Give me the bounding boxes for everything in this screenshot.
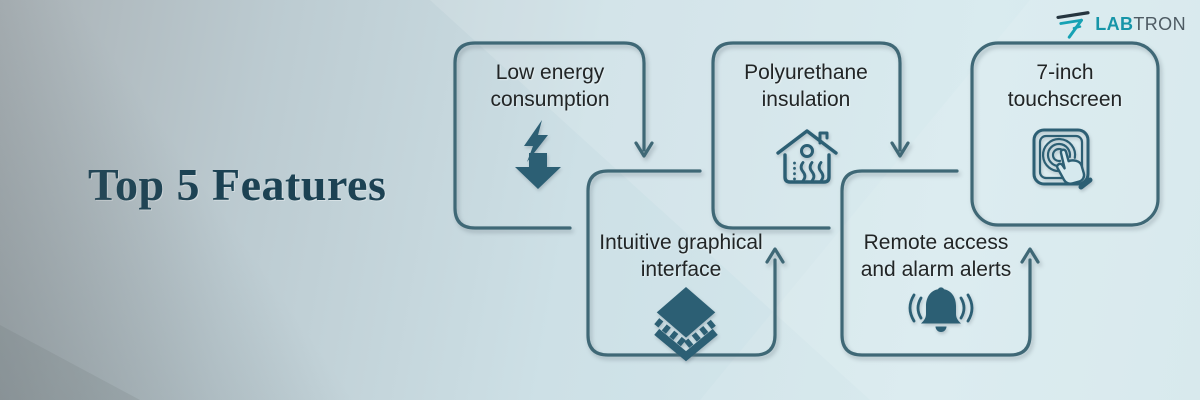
flow-arrow-down-icon (634, 141, 654, 158)
feature-label-low-energy: Low energy consumption (490, 61, 610, 111)
brand-lab: LAB (1095, 14, 1134, 34)
alarm-bell-icon (908, 287, 974, 332)
flow-arrow-up-icon (1020, 247, 1040, 264)
background-wedge (430, 0, 1200, 400)
card-outline-low-energy (453, 41, 654, 230)
card-outline-remote-access (840, 169, 1040, 357)
brand-tron: TRON (1133, 14, 1186, 34)
feature-label-intuitive-interface: Intuitive graphical interface (599, 231, 763, 281)
page-title: Top 5 Features (88, 159, 387, 210)
layers-icon (654, 286, 718, 362)
card-outline-polyurethane (711, 41, 910, 230)
card-outline-intuitive-interface (586, 169, 785, 357)
card-outline-touchscreen (970, 41, 1160, 227)
insulated-house-icon (776, 129, 838, 184)
flow-arrow-up-icon (765, 247, 785, 264)
brand-wordmark: LABTRON (1095, 15, 1186, 33)
feature-label-remote-access: Remote access and alarm alerts (860, 231, 1012, 281)
background-wedge (0, 325, 140, 400)
flow-arrow-down-icon (890, 141, 910, 158)
brand-logo: LABTRON (1056, 9, 1186, 39)
background-wedge (700, 0, 1200, 400)
feature-label-touchscreen: 7-inch touchscreen (1007, 61, 1123, 111)
touchscreen-icon (1032, 128, 1093, 190)
feature-label-polyurethane: Polyurethane insulation (744, 61, 868, 111)
energy-down-icon (515, 120, 561, 189)
labtron-mark-icon (1056, 11, 1090, 39)
